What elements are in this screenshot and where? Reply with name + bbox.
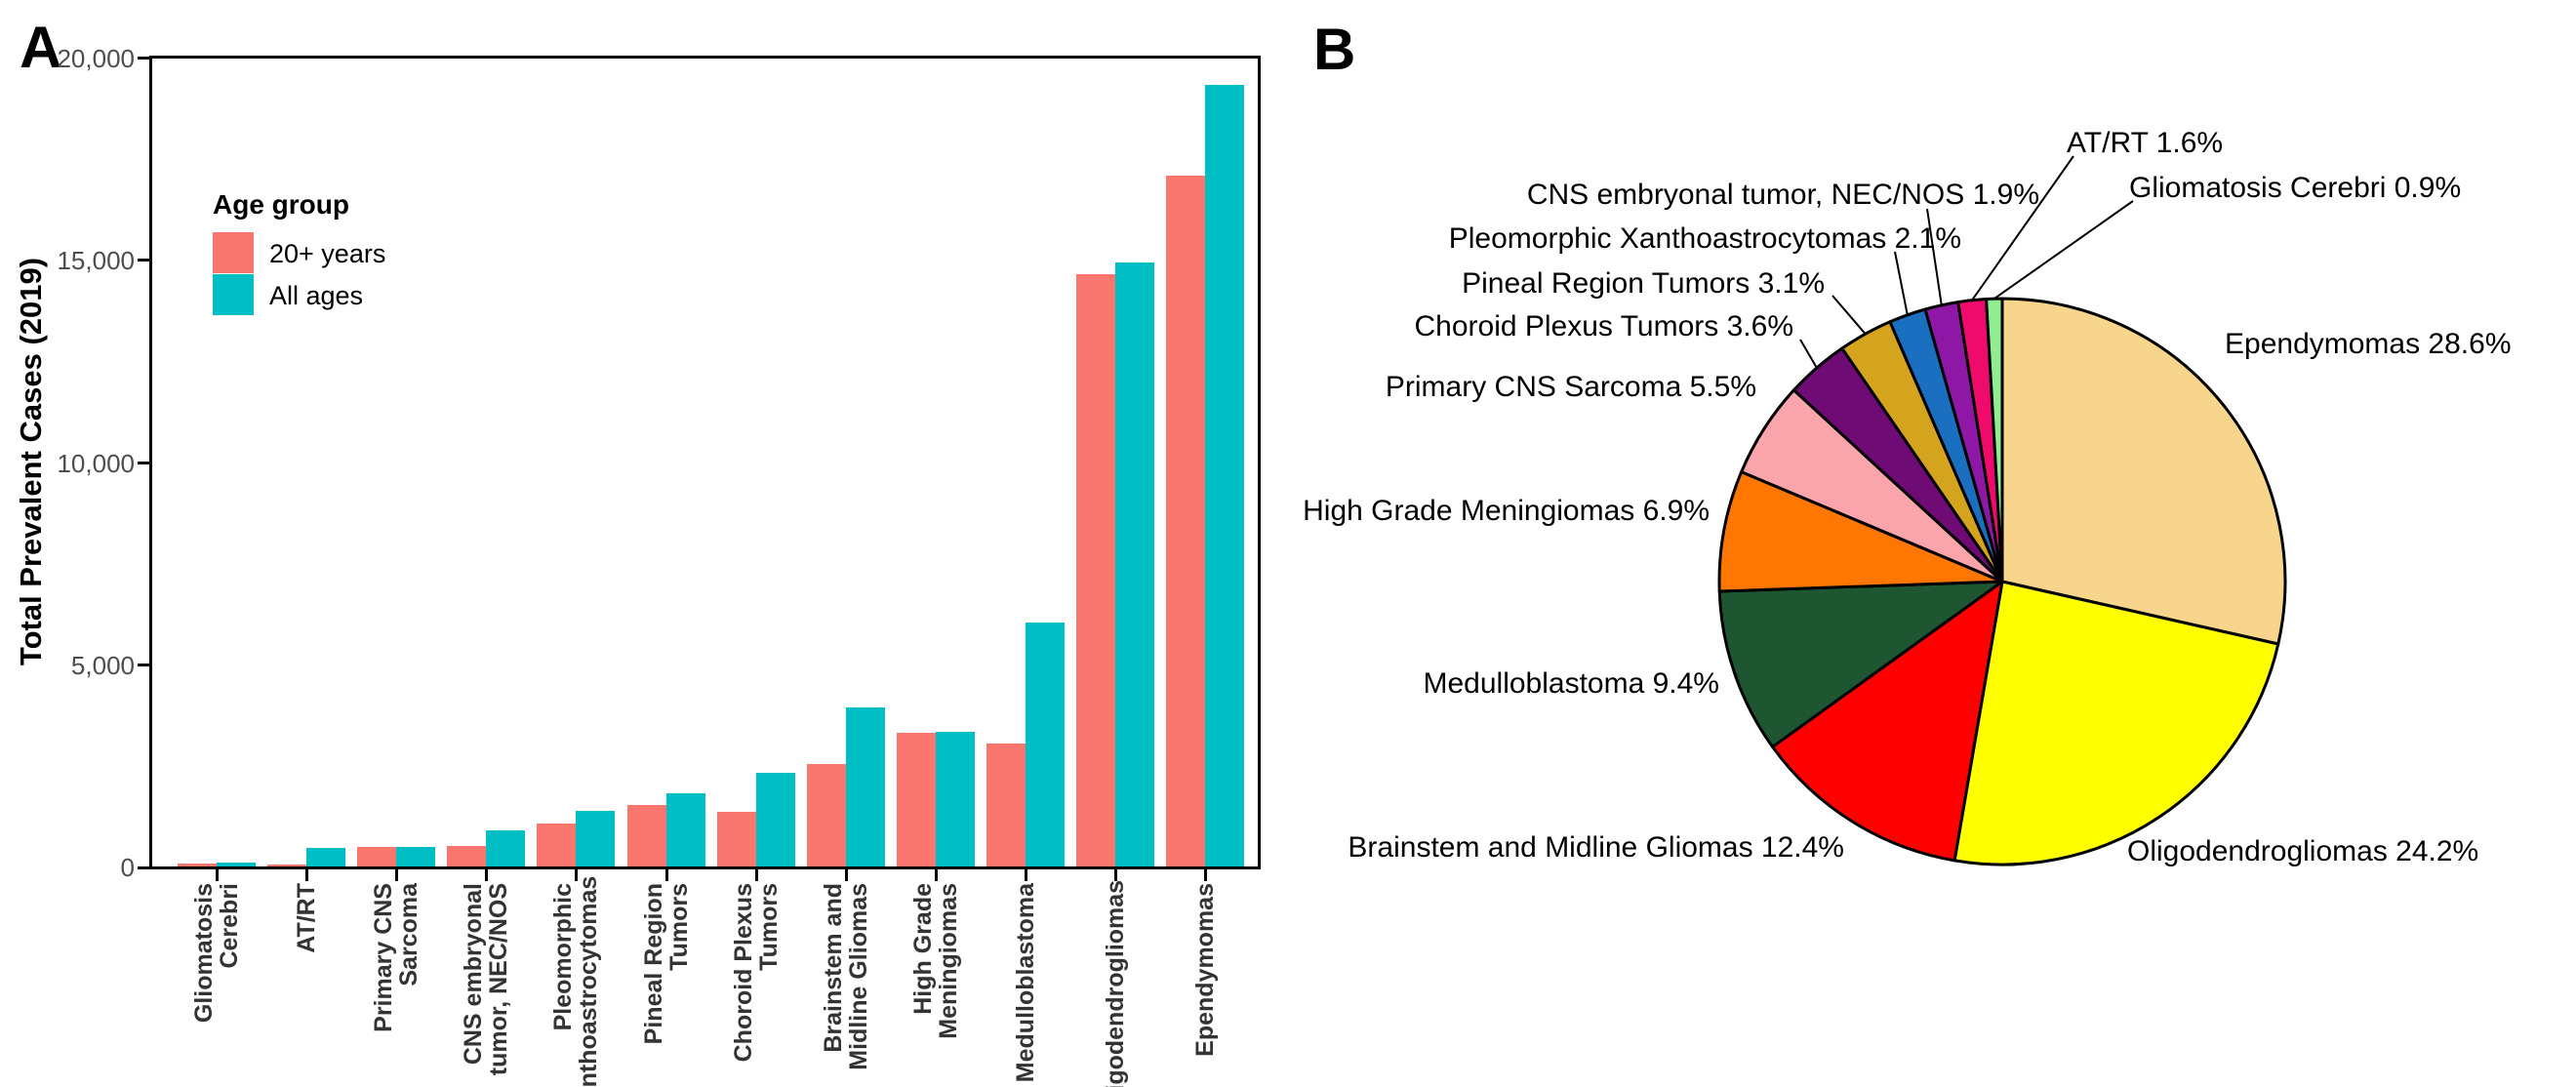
- y-tick-label: 10,000: [57, 448, 135, 478]
- x-axis-tick: [395, 869, 399, 881]
- y-tick-label: 20,000: [57, 44, 135, 73]
- bar-20plus-years: [806, 764, 846, 866]
- legend-swatch-all-ages: [213, 274, 254, 315]
- x-axis-tick: [485, 869, 489, 881]
- bar-20plus-years: [626, 805, 666, 866]
- bar-all-ages: [1205, 85, 1245, 866]
- pie-leader-line: [1831, 295, 1867, 335]
- x-axis-tick: [305, 869, 309, 881]
- pie-label-pleomorphic-xanthoastrocytomas: Pleomorphic Xanthoastrocytomas 2.1%: [1449, 222, 1961, 255]
- pie-leader-line: [1993, 200, 2134, 300]
- legend-label-20plus: 20+ years: [269, 239, 386, 268]
- pie-slice-ependymomas: [2000, 297, 2287, 646]
- pie-label-primary-cns-sarcoma: Primary CNS Sarcoma 5.5%: [1386, 371, 1756, 403]
- pie-leader-line: [1799, 339, 1818, 369]
- bar-20plus-years: [986, 744, 1026, 866]
- y-axis-tick: [138, 259, 149, 262]
- y-axis-tick: [138, 663, 149, 666]
- x-axis-tick: [844, 869, 848, 881]
- x-axis-tick: [664, 869, 668, 881]
- pie-leader-line: [1894, 251, 1909, 315]
- x-axis-tick: [1114, 869, 1117, 881]
- pie-label-gliomatosis-cerebri: Gliomatosis Cerebri 0.9%: [2129, 172, 2461, 204]
- x-axis-tick: [754, 869, 758, 881]
- pie-slice-gliomatosis-cerebri: [1985, 297, 2004, 584]
- pie-label-cns-embryonal-tumor-nec-nos: CNS embryonal tumor, NEC/NOS 1.9%: [1527, 179, 2039, 211]
- bar-all-ages: [1025, 623, 1065, 866]
- pie-label-brainstem-and-midline-gliomas: Brainstem and Midline Gliomas 12.4%: [1348, 831, 1844, 864]
- plot-frame-right: [1258, 56, 1261, 869]
- bar-all-ages: [486, 830, 526, 866]
- y-tick-label: 0: [120, 853, 135, 882]
- x-axis-tick: [575, 869, 579, 881]
- legend-label-all-ages: All ages: [269, 281, 364, 310]
- pie-slice-oligodendrogliomas: [1952, 580, 2280, 866]
- x-axis-tick: [934, 869, 938, 881]
- pie-label-choroid-plexus-tumors: Choroid Plexus Tumors 3.6%: [1414, 310, 1793, 342]
- plot-frame-top: [149, 56, 1261, 59]
- bar-all-ages: [396, 847, 436, 866]
- bar-20plus-years: [357, 847, 397, 866]
- pie-label-ependymomas: Ependymomas 28.6%: [2225, 328, 2512, 360]
- bar-20plus-years: [1076, 274, 1115, 866]
- bar-all-ages: [755, 773, 795, 866]
- pie-leader-line: [1926, 208, 1943, 305]
- y-axis-tick: [138, 461, 149, 464]
- y-axis-tick: [138, 57, 149, 60]
- plot-frame-left: [149, 56, 152, 869]
- y-tick-label: 5,000: [70, 650, 135, 680]
- bar-all-ages: [845, 707, 885, 866]
- bar-all-ages: [1115, 262, 1154, 866]
- x-axis-tick: [216, 869, 219, 881]
- bar-20plus-years: [447, 846, 487, 866]
- bar-all-ages: [306, 848, 346, 866]
- bar-all-ages: [576, 811, 616, 866]
- pie-leader-line: [1971, 155, 2074, 302]
- pie-label-pineal-region-tumors: Pineal Region Tumors 3.1%: [1462, 267, 1825, 300]
- bar-20plus-years: [896, 733, 936, 866]
- bar-all-ages: [665, 793, 705, 866]
- bar-20plus-years: [178, 864, 217, 866]
- x-axis-tick: [1024, 869, 1027, 881]
- y-axis-tick: [138, 866, 149, 869]
- pie-slice-high-grade-meningiomas: [1717, 470, 2004, 593]
- bar-all-ages: [217, 863, 256, 866]
- bar-all-ages: [935, 732, 975, 866]
- panel-b-label: B: [1313, 17, 1356, 82]
- y-tick-label: 15,000: [57, 246, 135, 276]
- pie-label-at-rt: AT/RT 1.6%: [2067, 127, 2223, 159]
- pie-slice-medulloblastoma: [1717, 580, 2004, 748]
- pie-label-high-grade-meningiomas: High Grade Meningiomas 6.9%: [1303, 495, 1710, 527]
- x-axis-line: [149, 866, 1261, 869]
- bar-20plus-years: [267, 865, 307, 866]
- pie-label-medulloblastoma: Medulloblastoma 9.4%: [1423, 667, 1719, 700]
- legend-swatch-20plus: [213, 232, 254, 273]
- panel-a-label: A: [20, 15, 62, 80]
- bar-20plus-years: [537, 824, 577, 866]
- bar-20plus-years: [716, 812, 756, 866]
- bar-20plus-years: [1166, 176, 1206, 866]
- x-axis-tick: [1204, 869, 1208, 881]
- pie-label-oligodendrogliomas: Oligodendrogliomas 24.2%: [2127, 835, 2478, 867]
- pie-slice-brainstem-and-midline-gliomas: [1771, 580, 2004, 863]
- legend-title: Age group: [213, 189, 349, 220]
